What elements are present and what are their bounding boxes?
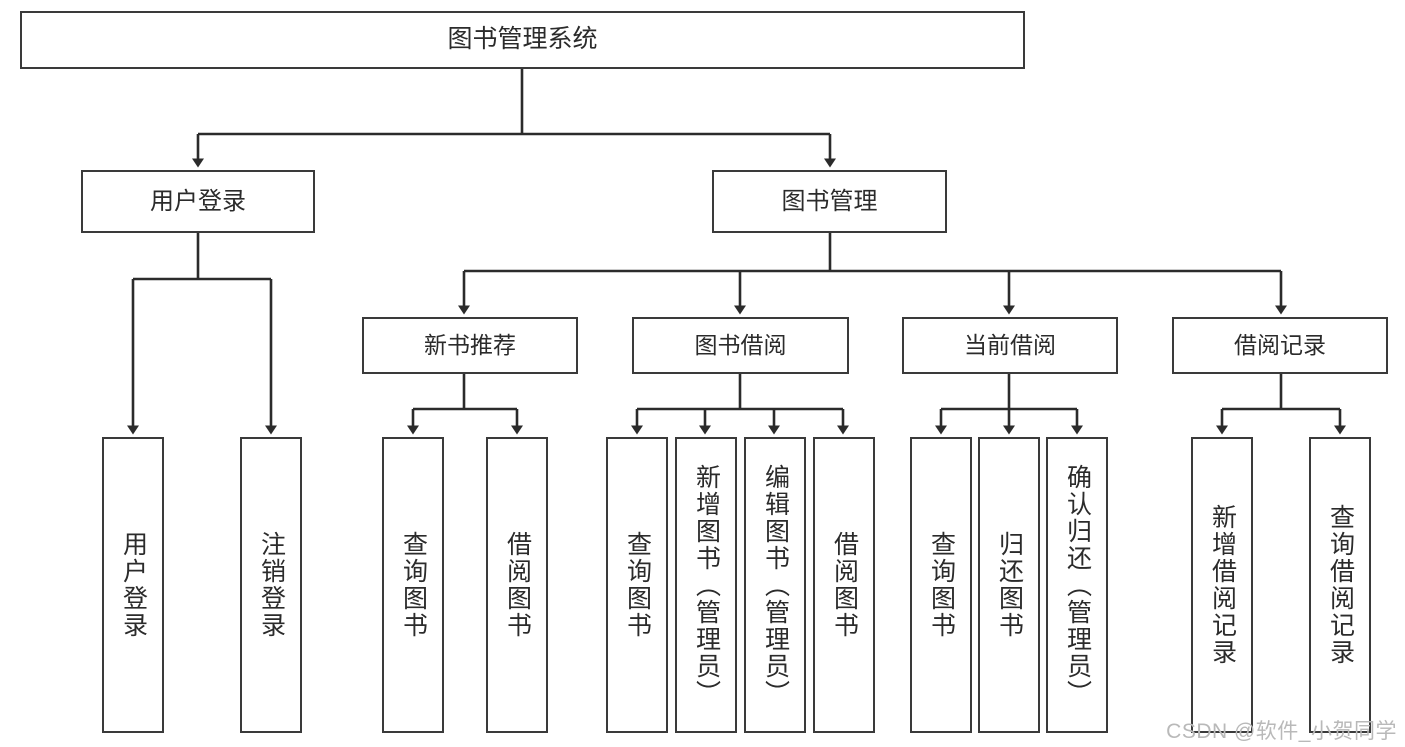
leaf-user-login-login[interactable]: 用户登录 [102, 437, 164, 733]
leaf-user-login-logout[interactable]: 注销登录 [240, 437, 302, 733]
node-label: 图书借阅 [694, 332, 787, 359]
node-label: 查询图书 [623, 531, 652, 639]
node-label: 新增图书（管理员） [692, 463, 721, 707]
node-label: 查询借阅记录 [1326, 504, 1355, 666]
node-current-borrow[interactable]: 当前借阅 [902, 317, 1118, 374]
leaf-new-book-borrow[interactable]: 借阅图书 [486, 437, 548, 733]
leaf-book-borrow-edit[interactable]: 编辑图书（管理员） [744, 437, 806, 733]
leaf-book-borrow-borrow[interactable]: 借阅图书 [813, 437, 875, 733]
node-label: 查询图书 [927, 531, 956, 639]
node-label: 确认归还（管理员） [1063, 463, 1092, 707]
node-label: 借阅记录 [1234, 332, 1326, 359]
node-label: 编辑图书（管理员） [761, 463, 790, 707]
leaf-book-borrow-add[interactable]: 新增图书（管理员） [675, 437, 737, 733]
leaf-current-borrow-query[interactable]: 查询图书 [910, 437, 972, 733]
node-label: 新书推荐 [424, 332, 516, 359]
node-borrow-record[interactable]: 借阅记录 [1172, 317, 1388, 374]
node-book-borrow[interactable]: 图书借阅 [632, 317, 849, 374]
watermark-text: CSDN @软件_小贺同学 [1166, 720, 1397, 743]
node-label: 用户登录 [119, 531, 148, 639]
leaf-current-borrow-return[interactable]: 归还图书 [978, 437, 1040, 733]
node-book-management[interactable]: 图书管理 [712, 170, 947, 233]
node-new-book-recommend[interactable]: 新书推荐 [362, 317, 578, 374]
node-label: 查询图书 [399, 531, 428, 639]
node-root-book-management-system[interactable]: 图书管理系统 [20, 11, 1025, 69]
node-label: 当前借阅 [964, 332, 1056, 359]
node-user-login[interactable]: 用户登录 [81, 170, 315, 233]
node-label: 用户登录 [150, 187, 246, 215]
leaf-borrow-record-add[interactable]: 新增借阅记录 [1191, 437, 1253, 733]
node-label: 注销登录 [257, 531, 286, 639]
leaf-borrow-record-query[interactable]: 查询借阅记录 [1309, 437, 1371, 733]
node-label: 借阅图书 [830, 531, 859, 639]
node-label: 图书管理 [781, 187, 878, 215]
node-label: 借阅图书 [503, 531, 532, 639]
node-label: 图书管理系统 [447, 25, 598, 54]
node-label: 新增借阅记录 [1208, 504, 1237, 666]
node-label: 归还图书 [995, 531, 1024, 639]
leaf-book-borrow-query[interactable]: 查询图书 [606, 437, 668, 733]
leaf-new-book-query[interactable]: 查询图书 [382, 437, 444, 733]
leaf-current-borrow-confirm-return[interactable]: 确认归还（管理员） [1046, 437, 1108, 733]
